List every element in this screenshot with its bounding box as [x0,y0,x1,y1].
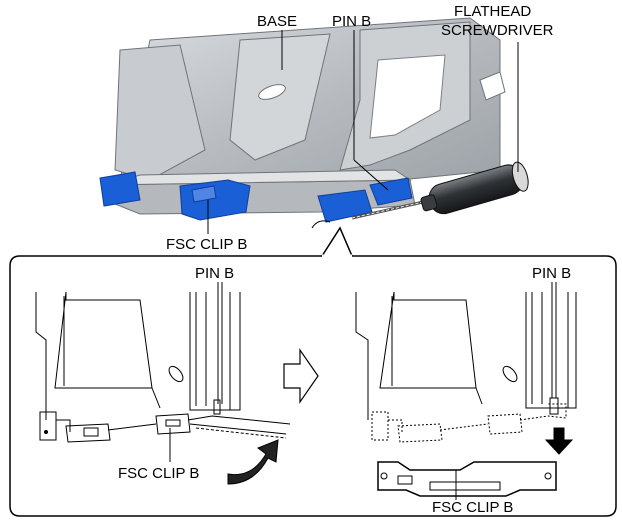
fsc-clip-b-right-label: FSC CLIP B [432,499,513,516]
pin-b-right-label: PIN B [532,265,571,282]
left-detail-drawing [35,282,291,462]
screwdriver-label-line1: FLATHEAD [454,3,531,20]
pin-b-top-label: PIN B [332,13,371,30]
fsc-clip-b-top-label: FSC CLIP B [166,236,247,253]
screwdriver-label-line2: SCREWDRIVER [441,22,554,39]
flathead-screwdriver-illustration [351,161,529,220]
hollow-right-arrow-icon [283,348,319,404]
fsc-clip-b-left-label: FSC CLIP B [118,465,199,482]
down-arrow-icon [544,427,574,455]
base-illustration [104,17,506,215]
base-label: BASE [257,13,297,30]
right-detail-drawing [355,282,577,500]
fsc-clip-illustration [99,171,413,223]
curved-arrow-icon [227,439,279,485]
top-leader-lines [207,30,519,234]
pin-b-left-label: PIN B [195,265,234,282]
